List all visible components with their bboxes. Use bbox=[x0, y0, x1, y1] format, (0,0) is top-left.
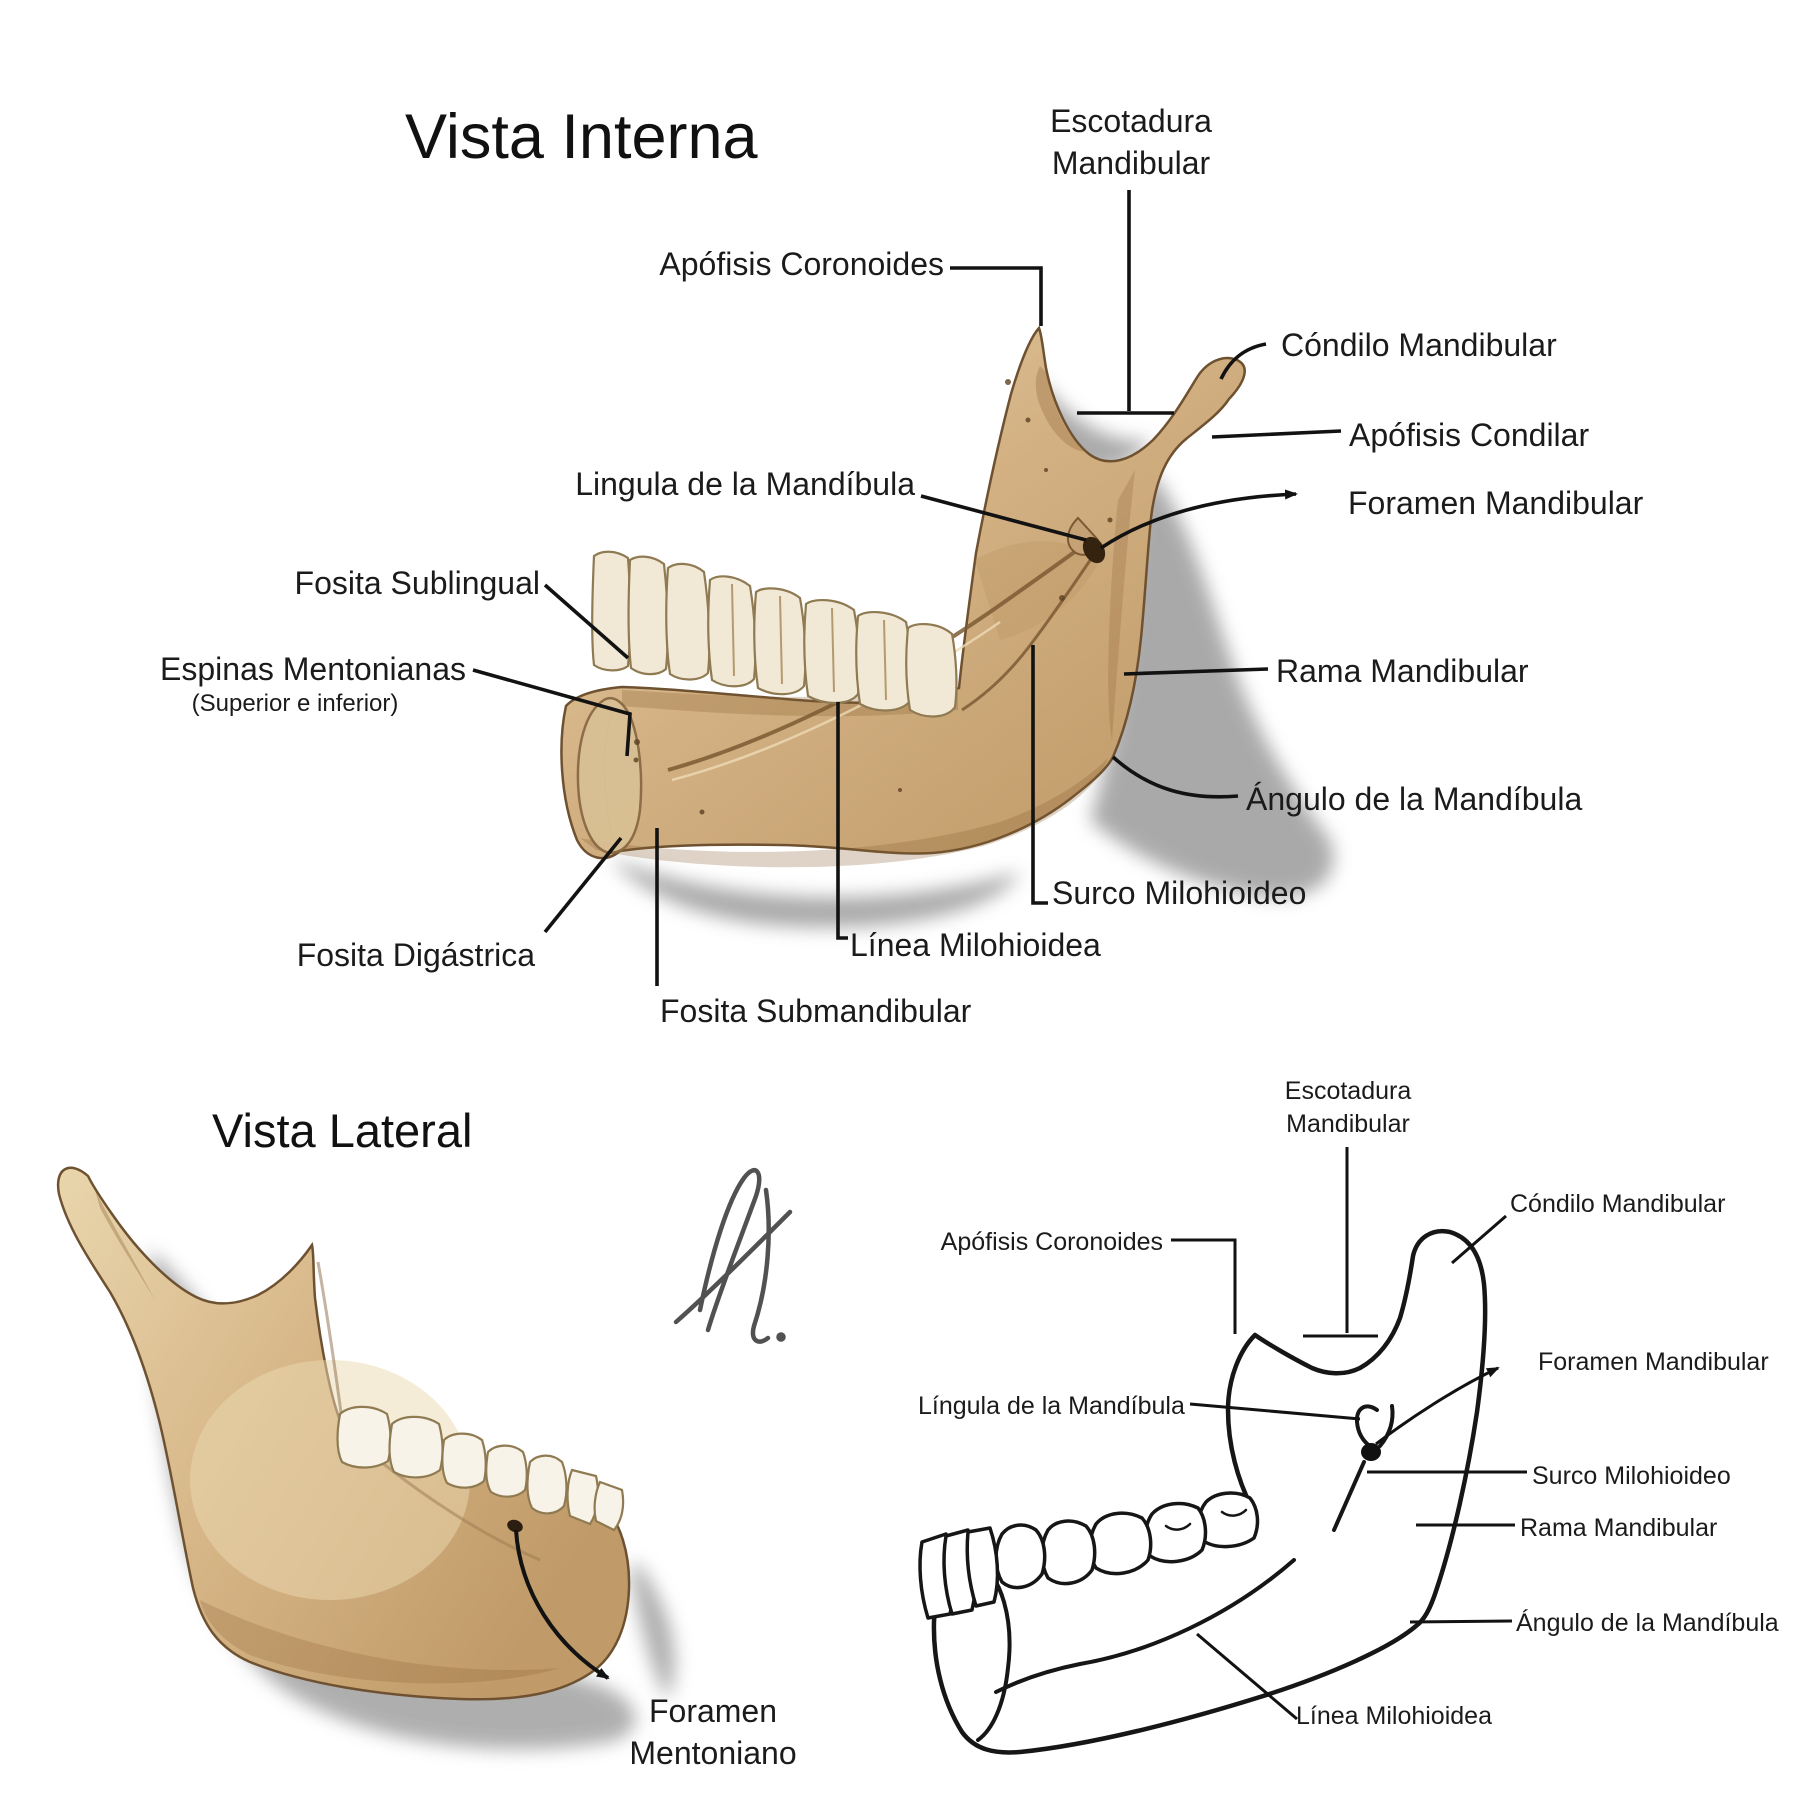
leader-surco bbox=[1031, 645, 1048, 905]
mandibular-foramen-spot bbox=[1082, 536, 1106, 564]
sketch-label-condilo-mandibular: Cóndilo Mandibular bbox=[1510, 1190, 1726, 1218]
leader-angulo bbox=[1111, 755, 1239, 799]
sketch-leader-apofisis-coronoides bbox=[1171, 1238, 1237, 1334]
leader-fosita-digastrica bbox=[543, 836, 623, 934]
internal-label-fosita-submandibular: Fosita Submandibular bbox=[660, 993, 972, 1029]
sketch-label-foramen-mandibular: Foramen Mandibular bbox=[1538, 1348, 1769, 1376]
internal-label-lingula: Lingula de la Mandíbula bbox=[575, 466, 915, 502]
internal-label-apofisis-coronoides: Apófisis Coronoides bbox=[659, 246, 944, 282]
sketch-label-escotadura-mandibular: Escotadura Mandibular bbox=[1284, 1077, 1412, 1138]
internal-label-espinas-mentonianas: Espinas Mentonianas bbox=[160, 651, 466, 687]
internal-label-rama-mandibular: Rama Mandibular bbox=[1276, 653, 1529, 689]
internal-view-title: Vista Interna bbox=[405, 102, 758, 172]
artist-signature bbox=[673, 1168, 793, 1344]
sketch-leader-linea bbox=[1196, 1632, 1298, 1721]
internal-label-espinas-sub: (Superior e inferior) bbox=[191, 690, 399, 717]
internal-label-angulo-mandibula: Ángulo de la Mandíbula bbox=[1246, 781, 1583, 817]
sketch-leader-lingula bbox=[1189, 1402, 1361, 1421]
leader-lingula bbox=[920, 494, 1087, 542]
internal-label-linea-milohioidea: Línea Milohioidea bbox=[850, 927, 1101, 963]
sketch-leader-condilo bbox=[1451, 1214, 1507, 1265]
lateral-view-illustration bbox=[56, 1166, 675, 1750]
internal-label-condilo-mandibular: Cóndilo Mandibular bbox=[1281, 327, 1557, 363]
internal-label-fosita-digastrica: Fosita Digástrica bbox=[296, 937, 535, 973]
leader-foramen-mandibular-arrow bbox=[1100, 489, 1298, 550]
sketch-leader-escotadura bbox=[1303, 1147, 1378, 1338]
sketch-label-rama-mandibular: Rama Mandibular bbox=[1520, 1514, 1718, 1542]
leader-lines bbox=[472, 190, 1527, 1721]
leader-escotadura bbox=[1077, 190, 1174, 415]
lateral-teeth-row bbox=[336, 1405, 625, 1532]
leader-apofisis-condilar bbox=[1211, 429, 1342, 439]
internal-label-fosita-sublingual: Fosita Sublingual bbox=[294, 565, 540, 601]
bone-pore-dots bbox=[633, 379, 1113, 815]
internal-label-escotadura-mandibular: Escotadura Mandibular bbox=[1050, 103, 1212, 182]
internal-view-illustration bbox=[560, 325, 1334, 928]
leader-condilo bbox=[1219, 342, 1267, 380]
internal-label-surco-milohioideo: Surco Milohioideo bbox=[1052, 875, 1307, 911]
internal-chin-section bbox=[576, 696, 643, 854]
internal-label-apofisis-condilar: Apófisis Condilar bbox=[1349, 417, 1590, 453]
sketch-label-linea-milohioidea: Línea Milohioidea bbox=[1296, 1702, 1492, 1730]
leader-linea-milohioidea bbox=[836, 702, 848, 940]
sketch-label-lingula: Língula de la Mandíbula bbox=[918, 1392, 1185, 1420]
sketch-teeth-row bbox=[918, 1491, 1260, 1620]
internal-label-foramen-mandibular: Foramen Mandibular bbox=[1348, 485, 1644, 521]
sketch-label-apofisis-coronoides: Apófisis Coronoides bbox=[940, 1228, 1163, 1256]
sketch-view-illustration bbox=[918, 1228, 1488, 1755]
mental-foramen-spot bbox=[507, 1519, 523, 1533]
sketch-mandible-outline bbox=[931, 1228, 1488, 1755]
sketch-lingula-blob bbox=[1361, 1443, 1381, 1461]
internal-mandible-bone bbox=[560, 325, 1246, 860]
leader-rama bbox=[1123, 667, 1269, 676]
lateral-view-title: Vista Lateral bbox=[212, 1104, 473, 1157]
lateral-label-foramen-mentoniano: Foramen Mentoniano bbox=[629, 1693, 797, 1772]
leader-apofisis-coronoides bbox=[950, 266, 1043, 326]
sketch-leader-angulo bbox=[1409, 1619, 1513, 1624]
leader-espinas-mentonianas bbox=[472, 668, 632, 757]
leader-foramen-mentoniano-arrow bbox=[514, 1529, 610, 1680]
sketch-label-angulo-mandibula: Ángulo de la Mandíbula bbox=[1516, 1609, 1779, 1637]
internal-teeth-row bbox=[591, 550, 958, 718]
sketch-leader-foramen-arrow bbox=[1375, 1366, 1500, 1446]
leader-fosita-sublingual bbox=[543, 583, 630, 660]
sketch-label-surco-milohioideo: Surco Milohioideo bbox=[1532, 1462, 1731, 1490]
